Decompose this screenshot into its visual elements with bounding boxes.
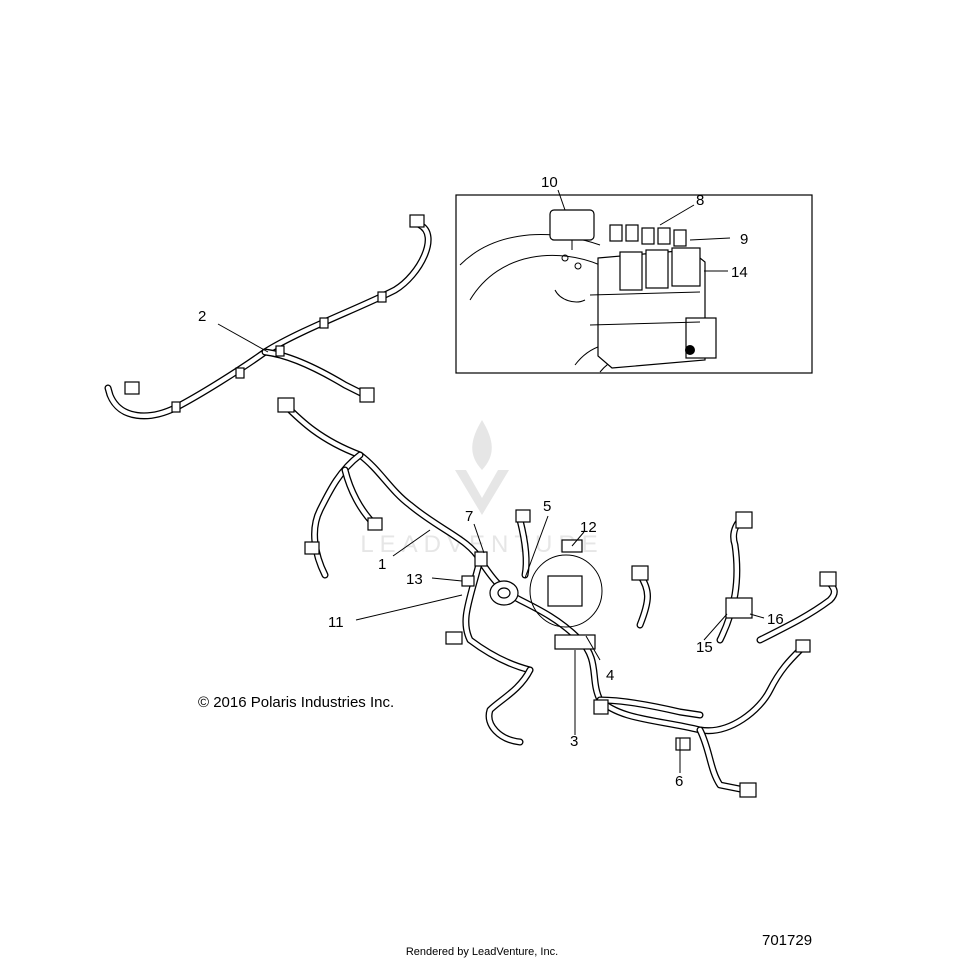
main-harness-1 xyxy=(277,397,838,798)
callout-3: 3 xyxy=(570,733,578,750)
callout-14: 14 xyxy=(731,264,748,281)
callout-15: 15 xyxy=(696,639,713,656)
callout-4: 4 xyxy=(606,667,614,684)
leader-lines xyxy=(217,189,765,773)
callout-5: 5 xyxy=(543,498,551,515)
callout-9: 9 xyxy=(740,231,748,248)
callout-16: 16 xyxy=(767,611,784,628)
callout-1: 1 xyxy=(378,556,386,573)
callout-2: 2 xyxy=(198,308,206,325)
callout-6: 6 xyxy=(675,773,683,790)
callout-11: 11 xyxy=(328,614,344,631)
callout-12: 12 xyxy=(580,519,597,536)
rear-harness-2 xyxy=(104,214,432,420)
callout-10: 10 xyxy=(541,174,558,191)
callout-8: 8 xyxy=(696,192,704,209)
render-credit: Rendered by LeadVenture, Inc. xyxy=(405,946,559,958)
diagram-number: 701729 xyxy=(762,932,813,949)
inset-fuse-box-detail xyxy=(455,194,813,374)
callout-13: 13 xyxy=(406,571,423,588)
copyright-notice: © 2016 Polaris Industries Inc. xyxy=(198,694,395,711)
callout-7: 7 xyxy=(465,508,473,525)
